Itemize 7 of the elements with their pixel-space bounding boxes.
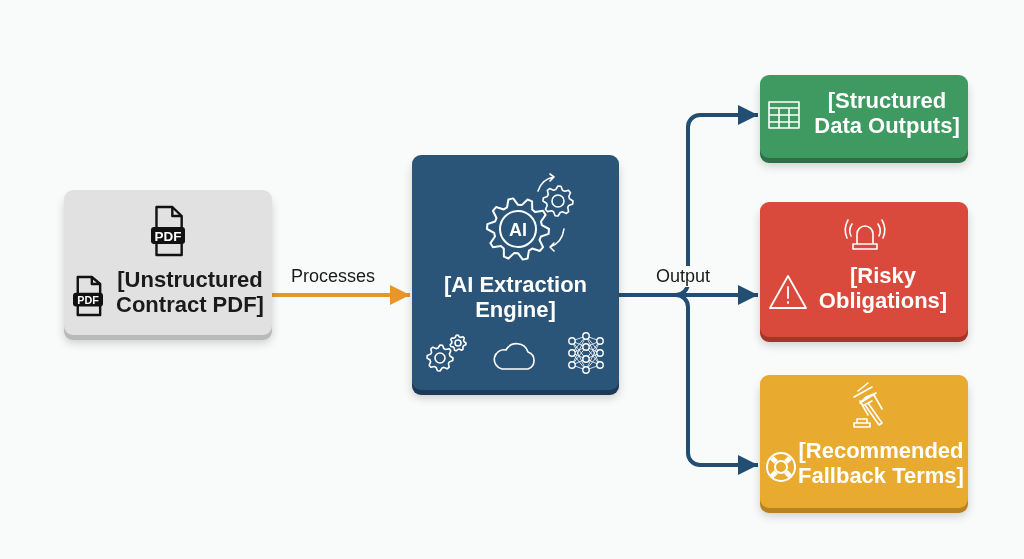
box-title: [AI Extraction Engine] xyxy=(443,273,588,323)
box-title: [Recommended Fallback Terms] xyxy=(797,439,965,489)
box-title: [Structured Data Outputs] xyxy=(813,89,961,139)
box-title: [Unstructured Contract PDF] xyxy=(115,268,265,318)
box-title: [Risky Obligations] xyxy=(817,264,949,314)
arrow xyxy=(619,293,758,475)
arrow xyxy=(272,285,410,305)
